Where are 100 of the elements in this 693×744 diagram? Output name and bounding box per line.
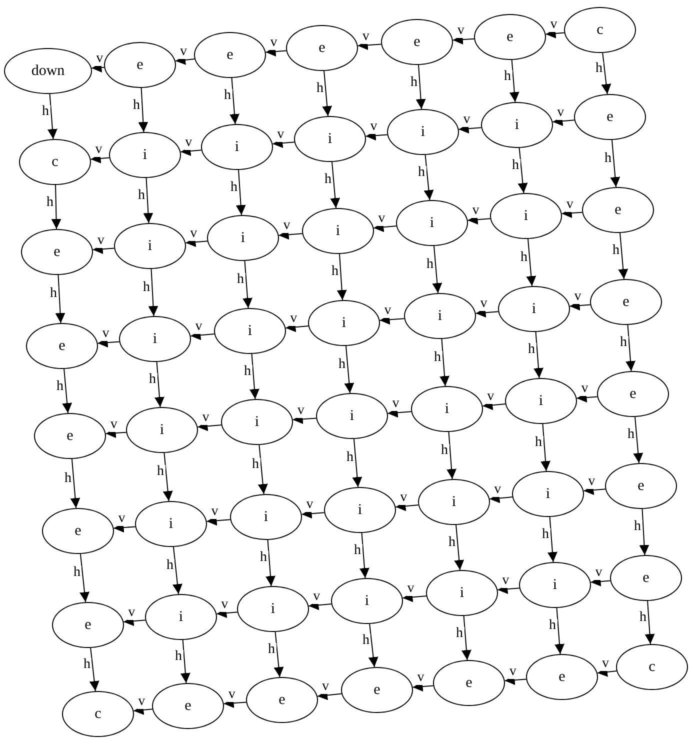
arrow <box>138 87 148 133</box>
arrow <box>55 274 66 324</box>
ellipse-node: i <box>294 116 366 162</box>
ellipse-node: e <box>474 14 546 60</box>
ellipse-node: i <box>214 308 286 354</box>
arrow <box>610 139 620 188</box>
arrow <box>322 70 332 117</box>
arrow <box>352 438 362 488</box>
arrow <box>440 338 450 387</box>
ellipse-node: e <box>194 32 266 78</box>
ellipse-node: e <box>582 187 654 233</box>
ellipse-node: e <box>246 677 318 723</box>
ellipse-node: e <box>52 602 124 648</box>
arrow <box>454 524 464 571</box>
arrow <box>633 416 644 464</box>
ellipse-node: e <box>286 25 358 71</box>
arrow <box>148 268 158 317</box>
ellipse-node: e <box>433 660 505 706</box>
arrow <box>274 631 284 678</box>
ellipse-node: i <box>387 109 459 155</box>
ellipse-node: i <box>324 487 396 533</box>
ellipse-node: i <box>396 200 468 246</box>
arrow <box>180 639 190 684</box>
ellipse-node: e <box>152 683 224 729</box>
ellipse-node: i <box>237 586 309 632</box>
arrow <box>162 452 173 502</box>
arrow <box>154 361 164 408</box>
ellipse-node: c <box>564 7 636 53</box>
arrow <box>432 245 442 294</box>
ellipse-node: i <box>512 471 584 517</box>
ellipse-node: e <box>605 463 677 509</box>
arrow <box>242 260 252 309</box>
arrow <box>601 52 612 95</box>
arrow <box>236 169 246 216</box>
ellipse-node: i <box>145 594 217 640</box>
ellipse-node: i <box>308 300 380 346</box>
ellipse-node: c <box>616 644 688 690</box>
ellipse-node: i <box>302 208 374 254</box>
ellipse-node: i <box>207 215 279 261</box>
ellipse-node: i <box>230 494 302 540</box>
ellipse-node: i <box>126 407 198 453</box>
ellipse-node: e <box>34 413 106 459</box>
arrow <box>143 177 154 224</box>
ellipse-node: i <box>418 479 490 525</box>
arrow <box>509 59 520 103</box>
arrow <box>526 238 536 287</box>
ellipse-node: i <box>426 570 498 616</box>
ellipse-node: i <box>135 501 207 547</box>
ellipse-node: i <box>404 293 476 339</box>
ellipse-node: i <box>114 223 186 269</box>
ellipse-node: i <box>109 132 181 178</box>
arrow <box>518 147 528 194</box>
ellipse-node: i <box>331 578 403 624</box>
ellipse-node: e <box>381 19 453 65</box>
ellipse-node: c <box>62 691 134 737</box>
arrow <box>344 345 354 394</box>
ellipse-node: e <box>526 654 598 700</box>
ellipse-node: i <box>316 393 388 439</box>
arrow <box>540 423 550 472</box>
arrow <box>47 93 58 140</box>
ellipse-node: e <box>597 371 669 417</box>
arrow <box>554 607 564 655</box>
arrow <box>80 553 90 603</box>
ellipse-node: i <box>498 286 570 332</box>
arrow <box>62 368 72 414</box>
arrow <box>70 458 80 509</box>
ellipse-node: i <box>519 562 591 608</box>
ellipse-node: e <box>26 323 98 369</box>
arrow <box>618 232 628 280</box>
arrow <box>626 324 636 372</box>
ellipse-node: i <box>490 193 562 239</box>
ellipse-node: e <box>341 667 413 713</box>
arrow <box>534 331 544 379</box>
arrow <box>172 546 182 595</box>
arrow <box>446 431 456 480</box>
ellipse-node: e <box>104 42 176 88</box>
ellipse-node: e <box>590 279 662 325</box>
arrow <box>230 77 240 125</box>
ellipse-node: i <box>119 316 191 362</box>
arrow <box>51 184 62 230</box>
ellipse-node: i <box>221 399 293 445</box>
ellipse-node: i <box>411 386 483 432</box>
ellipse-node: e <box>574 94 646 140</box>
arrow <box>644 600 655 645</box>
arrow <box>359 532 370 579</box>
arrow <box>266 539 276 587</box>
ellipse-node: e <box>610 555 682 601</box>
arrow <box>639 508 650 556</box>
arrow <box>547 516 558 563</box>
ellipse-node: i <box>201 124 273 170</box>
ellipse-node: i <box>481 102 553 148</box>
arrow <box>461 615 472 661</box>
ellipse-node: e <box>42 508 114 554</box>
ellipse-node: c <box>19 139 91 185</box>
arrow <box>368 623 378 668</box>
ellipse-node: down <box>4 48 92 94</box>
arrow <box>258 444 268 495</box>
arrow <box>336 253 347 301</box>
arrow <box>416 64 426 110</box>
arrow <box>89 647 100 692</box>
